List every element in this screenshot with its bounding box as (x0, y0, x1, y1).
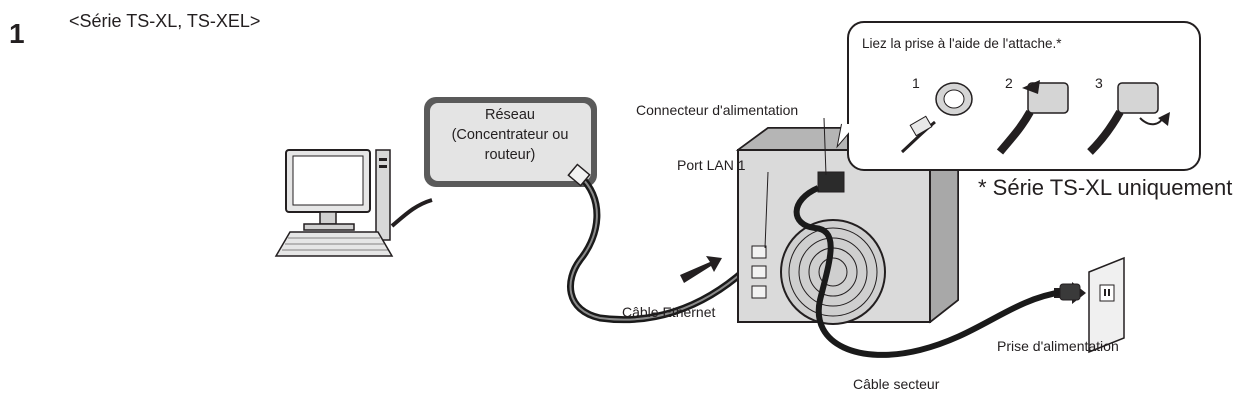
ac-cable-label: Câble secteur (853, 376, 940, 392)
callout-step-1: 1 (912, 75, 920, 91)
computer-illustration (274, 149, 433, 257)
plug-tie-step2-icon (996, 80, 1069, 155)
power-outlet-label: Prise d'alimentation (997, 338, 1119, 354)
power-connector-label: Connecteur d'alimentation (636, 102, 799, 118)
series-title: <Série TS-XL, TS-XEL> (69, 11, 261, 31)
network-label-line-3: routeur) (484, 147, 536, 163)
keyboard-icon (274, 231, 394, 257)
network-box-label: Réseau (Concentrateur ou routeur) (430, 105, 590, 165)
ethernet-cable-label: Câble Ethernet (622, 304, 716, 320)
callout-title: Liez la prise à l'aide de l'attache.* (862, 36, 1062, 51)
lan-port-label: Port LAN 1 (677, 157, 746, 173)
callout-box (836, 21, 1201, 171)
plug-tie-step1-icon (900, 82, 973, 154)
power-outlet-icon (1088, 256, 1125, 354)
tower-pc-icon (375, 149, 391, 241)
network-label-line-2: (Concentrateur ou (451, 127, 569, 143)
network-label-line-1: Réseau (485, 107, 535, 123)
plug-tie-step3-icon (1087, 82, 1170, 155)
monitor-icon (285, 149, 371, 231)
callout-step-2: 2 (1005, 75, 1013, 91)
series-note: * Série TS-XL uniquement (978, 175, 1233, 200)
step-number: 1 (9, 18, 25, 49)
callout-step-3: 3 (1095, 75, 1103, 91)
ac-power-cable (793, 185, 1081, 358)
network-hub-box (424, 97, 597, 187)
ethernet-cable (566, 163, 763, 324)
